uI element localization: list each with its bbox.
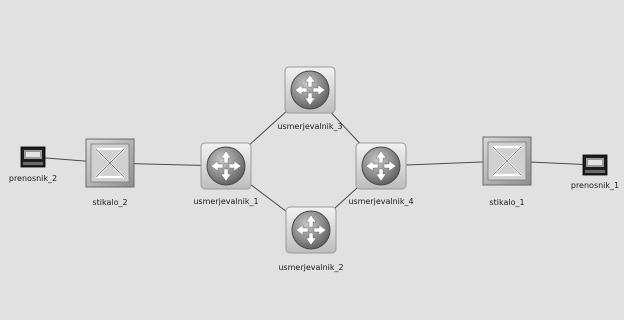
node-prenosnik_1[interactable]: prenosnik_1 — [571, 154, 619, 190]
node-label-usmerjevalnik_2: usmerjevalnik_2 — [278, 263, 343, 272]
node-usmerjevalnik_1[interactable]: usmerjevalnik_1 — [193, 142, 259, 206]
node-label-usmerjevalnik_4: usmerjevalnik_4 — [348, 197, 413, 206]
node-usmerjevalnik_3[interactable]: usmerjevalnik_3 — [277, 66, 343, 131]
node-label-usmerjevalnik_3: usmerjevalnik_3 — [277, 122, 342, 131]
node-label-prenosnik_1: prenosnik_1 — [571, 181, 619, 190]
node-label-prenosnik_2: prenosnik_2 — [9, 174, 57, 183]
node-label-stikalo_1: stikalo_1 — [489, 198, 524, 207]
node-prenosnik_2[interactable]: prenosnik_2 — [9, 146, 57, 183]
pc-icon — [20, 146, 46, 168]
node-label-usmerjevalnik_1: usmerjevalnik_1 — [193, 197, 258, 206]
router-icon — [355, 142, 407, 190]
node-stikalo_2[interactable]: stikalo_2 — [84, 137, 136, 207]
router-icon — [200, 142, 252, 190]
router-icon — [285, 206, 337, 254]
switch-icon — [481, 135, 533, 187]
node-usmerjevalnik_4[interactable]: usmerjevalnik_4 — [348, 142, 414, 206]
node-usmerjevalnik_2[interactable]: usmerjevalnik_2 — [278, 206, 344, 272]
switch-icon — [84, 137, 136, 189]
node-stikalo_1[interactable]: stikalo_1 — [481, 135, 533, 207]
node-label-stikalo_2: stikalo_2 — [92, 198, 127, 207]
router-icon — [284, 66, 336, 114]
pc-icon — [582, 154, 608, 176]
